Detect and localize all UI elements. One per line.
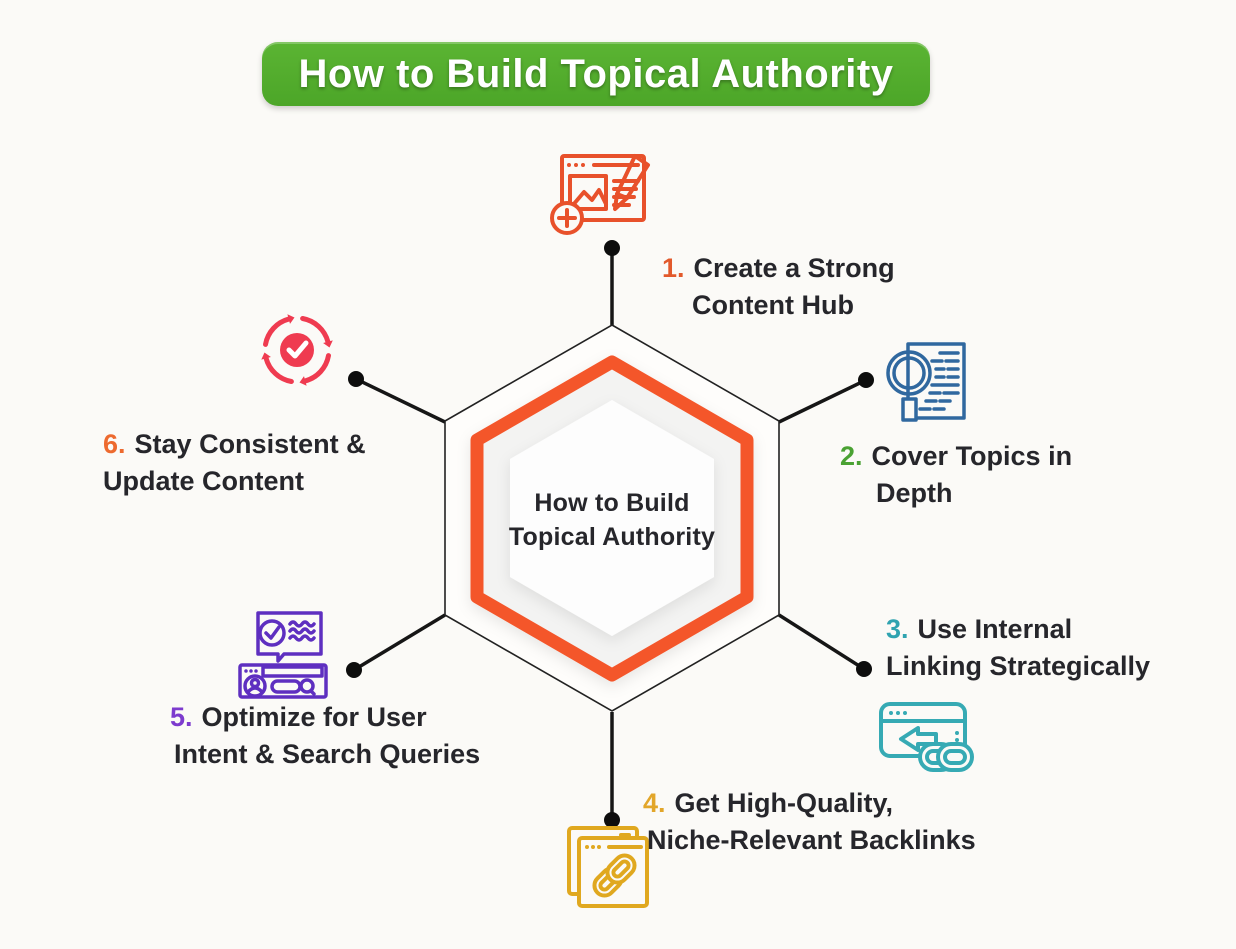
connector-dots <box>346 240 874 828</box>
title-banner: How to Build Topical Authority <box>262 42 930 106</box>
user-intent-icon <box>238 611 328 699</box>
item-2-line2: Depth <box>876 478 953 508</box>
item-5-line1: Optimize for User <box>201 702 427 732</box>
internal-linking-icon <box>879 702 974 772</box>
item-4-number: 4. <box>643 788 666 818</box>
consistency-icon <box>261 314 333 386</box>
hexagon-inner <box>510 400 714 636</box>
item-4-line1: Get High-Quality, <box>674 788 894 818</box>
item-4-line2: Niche-Relevant Backlinks <box>647 825 976 855</box>
item-3-line2: Linking Strategically <box>886 651 1151 681</box>
item-1-label: 1. Create a Strong Content Hub <box>662 250 895 324</box>
item-2-label: 2. Cover Topics in Depth <box>840 438 1072 512</box>
connector-lines <box>353 248 867 820</box>
backlinks-icon <box>567 826 649 908</box>
item-5-line2: Intent & Search Queries <box>174 739 481 769</box>
content-hub-icon <box>550 154 650 235</box>
item-6-line2: Update Content <box>103 466 304 496</box>
item-6-line1: Stay Consistent & <box>134 429 366 459</box>
item-5-label: 5. Optimize for User Intent & Search Quer… <box>170 699 480 773</box>
item-6-number: 6. <box>103 429 126 459</box>
item-2-number: 2. <box>840 441 863 471</box>
page-title: How to Build Topical Authority <box>298 51 894 96</box>
topic-depth-icon <box>886 342 966 422</box>
item-1-line1: Create a Strong <box>693 253 895 283</box>
item-3-label: 3. Use Internal Linking Strategically <box>886 611 1150 685</box>
center-label-line2: Topical Authority <box>508 523 716 551</box>
item-2-line1: Cover Topics in <box>871 441 1073 471</box>
item-3-line1: Use Internal <box>917 614 1073 644</box>
item-4-label: 4. Get High-Quality, Niche-Relevant Backl… <box>643 785 976 859</box>
center-label-line1: How to Build <box>534 489 690 517</box>
item-3-number: 3. <box>886 614 909 644</box>
item-1-line2: Content Hub <box>692 290 854 320</box>
center-label: How to Build Topical Authority <box>462 486 762 554</box>
item-6-label: 6. Stay Consistent & Update Content <box>103 426 366 500</box>
item-1-number: 1. <box>662 253 685 283</box>
item-5-number: 5. <box>170 702 193 732</box>
